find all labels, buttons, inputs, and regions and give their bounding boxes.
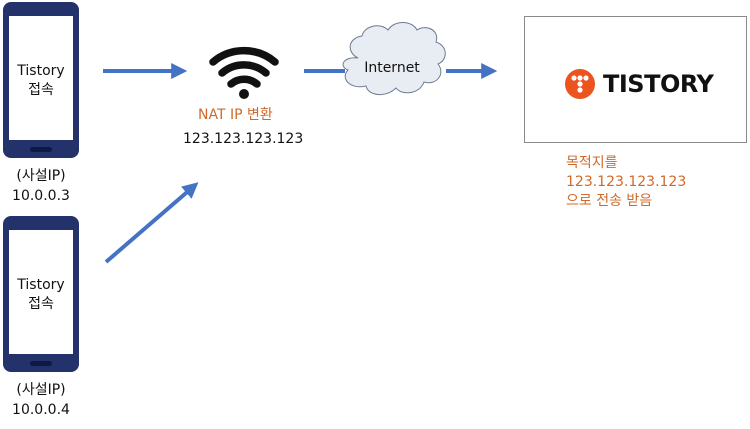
wifi-dot — [239, 89, 249, 99]
arrow-phone2-to-router — [104, 182, 199, 264]
cloud-shape — [342, 22, 446, 95]
public-ip: 123.123.123.123 — [183, 131, 304, 147]
cloud-label: Internet — [364, 60, 420, 76]
phone-2-caption-line2: 10.0.0.4 — [12, 402, 70, 418]
phone-2-screen — [9, 230, 73, 354]
phone-1: Tistory 접속 — [3, 2, 79, 158]
phone-1-label-line2: 접속 — [28, 82, 54, 98]
wifi-icon — [209, 46, 279, 88]
nat-label: NAT IP 변환 — [198, 107, 273, 123]
phone-2-home-button — [30, 361, 52, 366]
phone-2-label-line2: 접속 — [28, 296, 54, 312]
phone-2-label-line1: Tistory — [17, 277, 65, 293]
phone-1-caption-line1: (사설IP) — [16, 168, 66, 184]
phone-1-home-button — [30, 147, 52, 152]
destination-note-line3: 으로 전송 받음 — [566, 193, 653, 209]
destination-note: 목적지를 123.123.123.123 으로 전송 받음 — [566, 154, 686, 211]
phone-1-label-line1: Tistory — [17, 63, 65, 79]
phone-2: Tistory 접속 — [3, 216, 79, 372]
tistory-server-box: TISTORY — [524, 16, 747, 143]
tistory-logo-icon — [565, 69, 595, 99]
tistory-logo: TISTORY — [565, 66, 714, 102]
phone-1-caption-line2: 10.0.0.3 — [12, 188, 70, 204]
tistory-logo-text: TISTORY — [603, 70, 714, 98]
destination-note-line1: 목적지를 — [566, 155, 618, 171]
phone-1-screen — [9, 16, 73, 140]
phone-2-caption-line1: (사설IP) — [16, 382, 66, 398]
destination-note-line2: 123.123.123.123 — [566, 174, 687, 190]
